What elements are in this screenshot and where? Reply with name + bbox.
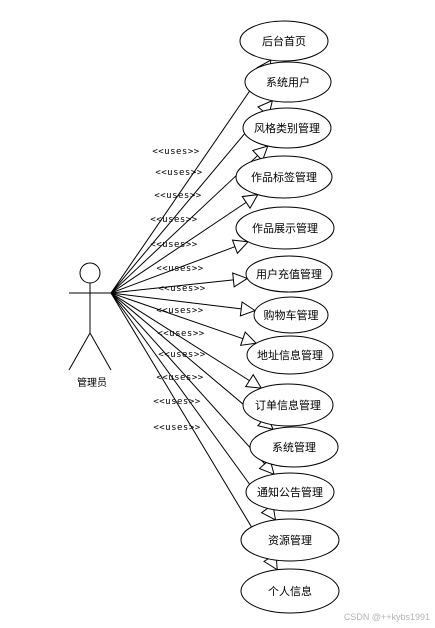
arrowhead <box>232 272 249 288</box>
use-case-ellipse <box>253 296 329 334</box>
use-case-ellipse <box>244 61 332 103</box>
use-case-ellipse <box>245 255 333 293</box>
use-case-label: 通知公告管理 <box>257 485 323 499</box>
association-line <box>110 111 264 294</box>
actor-left-leg <box>68 332 91 371</box>
use-case-ellipse <box>235 155 333 199</box>
uses-label: <<uses>> <box>158 350 205 360</box>
arrowhead <box>239 301 257 317</box>
association-line <box>110 292 263 421</box>
use-case-label: 资源管理 <box>268 533 312 547</box>
association-line <box>110 155 258 294</box>
use-case-label: 作品标签管理 <box>251 170 317 184</box>
use-case-ellipse <box>240 518 340 562</box>
use-case-label: 后台首页 <box>262 34 306 48</box>
arrowhead <box>231 239 250 255</box>
uses-label: <<uses>> <box>150 215 197 225</box>
use-case-label: 系统用户 <box>266 75 310 89</box>
actor-label: 管理员 <box>77 376 107 389</box>
association-line <box>110 246 236 294</box>
use-case-label: 订单信息管理 <box>255 398 321 412</box>
use-case-label: 购物车管理 <box>264 308 319 322</box>
use-case-label: 用户充值管理 <box>256 267 322 281</box>
use-case-ellipse <box>242 383 334 427</box>
uses-label: <<uses>> <box>156 264 203 274</box>
use-case-label: 系统管理 <box>272 440 316 454</box>
association-line <box>110 279 234 294</box>
actor-head <box>79 262 101 284</box>
use-case-label: 作品展示管理 <box>252 221 318 235</box>
use-case-ellipse <box>245 472 335 512</box>
association-line <box>110 292 250 382</box>
use-case-ellipse <box>240 568 340 614</box>
use-case-ellipse <box>249 426 339 468</box>
uses-label: <<uses>> <box>154 191 201 201</box>
watermark: CSDN @++kybs1991 <box>343 612 430 622</box>
uses-label: <<uses>> <box>155 168 202 178</box>
uses-label: <<uses>> <box>152 147 199 157</box>
association-line <box>110 292 271 559</box>
association-line <box>110 292 244 340</box>
use-case-label: 地址信息管理 <box>257 348 323 362</box>
uses-label: <<uses>> <box>153 423 200 433</box>
uses-label: <<uses>> <box>156 373 203 383</box>
actor-figure: 管理员 <box>68 262 112 389</box>
use-case-label: 风格类别管理 <box>254 121 320 135</box>
uses-label: <<uses>> <box>158 284 205 294</box>
association-line <box>110 292 268 509</box>
use-case-ellipse <box>242 107 332 149</box>
association-line <box>110 292 242 310</box>
association-line <box>110 71 264 294</box>
arrowhead <box>239 331 258 346</box>
association-line <box>110 201 247 294</box>
uses-label: <<uses>> <box>150 240 197 250</box>
arrowhead <box>251 145 269 162</box>
use-case-label: 个人信息 <box>268 584 312 598</box>
arrowhead <box>244 373 263 389</box>
actor-right-leg <box>89 332 112 371</box>
use-case-ellipse <box>235 206 335 250</box>
uses-label: <<uses>> <box>156 306 203 316</box>
association-line <box>110 292 266 465</box>
use-case-ellipse <box>246 335 334 375</box>
arrowhead <box>241 193 259 210</box>
uses-label: <<uses>> <box>157 329 204 339</box>
use-case-ellipse <box>239 20 329 62</box>
use-case-group: 后台首页系统用户风格类别管理作品标签管理作品展示管理用户充值管理购物车管理地址信… <box>235 20 340 614</box>
